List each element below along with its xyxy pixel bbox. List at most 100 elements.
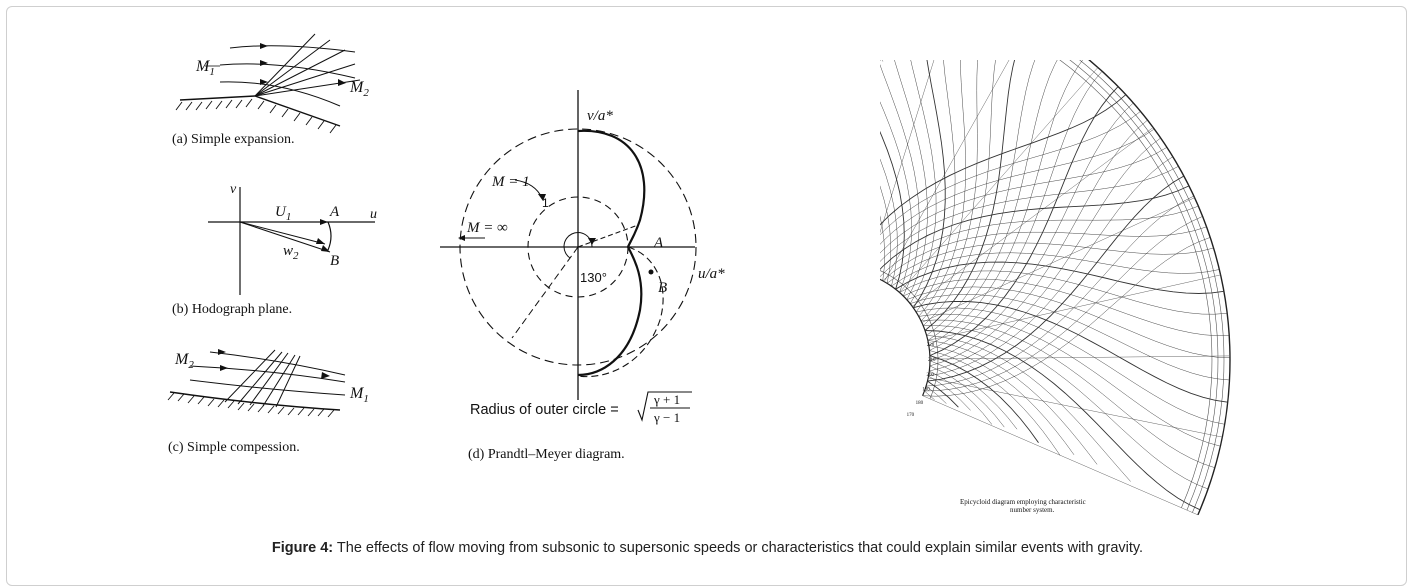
mesh-characteristic: [929, 71, 1103, 351]
panel-d-u-axis-label: u/a*: [698, 266, 725, 282]
figure-caption: Figure 4: The effects of flow moving fro…: [0, 540, 1415, 556]
panel-d-minf-label: M = ∞: [466, 220, 508, 236]
mesh-characteristic: [927, 175, 1185, 382]
mesh-characteristic: [923, 325, 1209, 490]
panel-d-b-label: B: [658, 280, 667, 296]
mesh-characteristic: [927, 380, 959, 408]
panel-b-hodograph: v u U1 w2 A B (b) Hodograph plane.: [172, 182, 377, 317]
mesh-characteristic: [880, 185, 1190, 271]
scale-label: 190: [922, 387, 930, 392]
mesh-characteristic: [880, 101, 912, 293]
mesh-arc: [1059, 60, 1213, 508]
mesh-characteristic: [926, 195, 1194, 387]
panel-b-v-label: v: [230, 182, 237, 197]
panel-b-w2-label: w2: [283, 243, 299, 262]
panel-c-simple-compression: M2 M1 (c) Simple compession.: [167, 349, 369, 455]
scale-label: 180: [916, 401, 924, 406]
mesh-characteristic: [894, 60, 928, 300]
mesh-characteristic: [924, 330, 1201, 511]
panel-d-m1-label: M = 1: [491, 174, 530, 190]
panel-d-prandtl-meyer: v/a* u/a* M = 1 M = ∞ 1 130° A B Radius …: [440, 90, 725, 462]
mesh-characteristic: [924, 216, 1203, 392]
panel-b-b-label: B: [330, 253, 339, 269]
scale-label: 210: [928, 358, 936, 363]
mesh-characteristic: [880, 185, 891, 284]
mesh-radial: [928, 377, 1223, 438]
mesh-characteristic: [929, 119, 1148, 367]
panel-a-simple-expansion: M1 M2 (a) Simple expansion.: [172, 33, 369, 147]
mesh-characteristic: [906, 286, 1231, 359]
panel-b-caption: (b) Hodograph plane.: [172, 302, 292, 317]
panel-d-radius-label: Radius of outer circle =: [470, 402, 619, 418]
mesh-characteristic: [910, 60, 937, 304]
mesh-radial: [883, 60, 1010, 282]
mesh-characteristic: [929, 86, 1119, 357]
mesh-characteristic: [918, 60, 966, 317]
panel-e-caption-line2: number system.: [1010, 506, 1055, 514]
panel-e-caption-line1: Epicycloid diagram employing characteris…: [960, 498, 1086, 506]
panel-b-u1-label: U1: [275, 204, 291, 223]
panel-e-characteristic-mesh: [880, 60, 1231, 516]
panel-c-caption: (c) Simple compession.: [168, 440, 300, 455]
mesh-characteristic: [924, 390, 935, 400]
panel-d-angle-label: 130°: [580, 270, 607, 285]
mesh-radial: [921, 197, 1195, 323]
mesh-radial: [929, 355, 1231, 360]
mesh-characteristic: [880, 215, 885, 281]
scale-label: 200: [927, 373, 935, 378]
mesh-characteristic: [929, 137, 1161, 372]
mesh-characteristic: [912, 60, 946, 308]
mesh-radial: [912, 127, 1154, 307]
panel-a-caption: (a) Simple expansion.: [172, 132, 294, 147]
panel-a-m1-label: M1: [195, 58, 215, 78]
mesh-characteristic: [928, 156, 1173, 377]
mesh-characteristic: [903, 278, 1230, 336]
panel-b-a-label: A: [329, 204, 340, 220]
mesh-characteristic: [918, 313, 1221, 447]
panel-d-radius-numerator: γ + 1: [653, 392, 680, 407]
mesh-characteristic: [927, 340, 1098, 465]
mesh-characteristic: [927, 60, 1058, 341]
mesh-characteristic: [880, 158, 898, 287]
panel-c-m1-label: M1: [349, 385, 369, 405]
mesh-characteristic: [928, 345, 1075, 455]
mesh-characteristic: [923, 60, 996, 326]
mesh-characteristic: [929, 350, 1061, 456]
panel-e-epicycloid-diagram: 220210200190180170300400500600700800900 …: [880, 60, 1231, 516]
panel-d-outer-circle: [459, 128, 697, 366]
mesh-characteristic: [880, 147, 1168, 254]
mesh-characteristic: [928, 375, 971, 411]
panels-abc: M1 M2 (a) Simple expansion. v u U1 w2 A …: [167, 33, 377, 455]
mesh-characteristic: [891, 252, 1220, 287]
mesh-characteristic: [929, 102, 1134, 362]
figure-label: Figure 4:: [271, 540, 334, 556]
mesh-characteristic: [920, 60, 978, 322]
mesh-characteristic: [895, 261, 1224, 294]
mesh-characteristic: [924, 60, 1016, 331]
mesh-characteristic: [915, 60, 956, 313]
mesh-characteristic: [880, 205, 1199, 277]
mesh-arc: [1088, 60, 1231, 516]
mesh-characteristic: [899, 270, 1228, 315]
mesh-characteristic: [925, 385, 947, 404]
mesh-characteristic: [880, 130, 905, 290]
panel-d-caption: (d) Prandtl–Meyer diagram.: [468, 447, 625, 462]
mesh-characteristic: [880, 64, 920, 297]
mesh-characteristic: [929, 370, 993, 425]
mesh-arc: [880, 278, 931, 396]
mesh-characteristic: [880, 111, 1141, 236]
mesh-arc: [1079, 60, 1225, 513]
panel-d-one-label: 1: [542, 196, 549, 210]
panel-d-a-label: A: [653, 235, 664, 251]
panel-a-m2-label: M2: [349, 79, 369, 99]
mesh-characteristic: [910, 294, 1230, 381]
mesh-characteristic: [886, 242, 1214, 284]
mesh-characteristic: [882, 226, 1207, 281]
mesh-characteristic: [880, 166, 1179, 262]
mesh-characteristic: [926, 60, 1036, 336]
panel-c-m2-label: M2: [174, 351, 194, 371]
mesh-characteristic: [921, 319, 1215, 468]
scale-label: 220: [927, 343, 935, 348]
mesh-characteristic: [880, 94, 1127, 226]
mesh-characteristic: [922, 237, 1211, 397]
